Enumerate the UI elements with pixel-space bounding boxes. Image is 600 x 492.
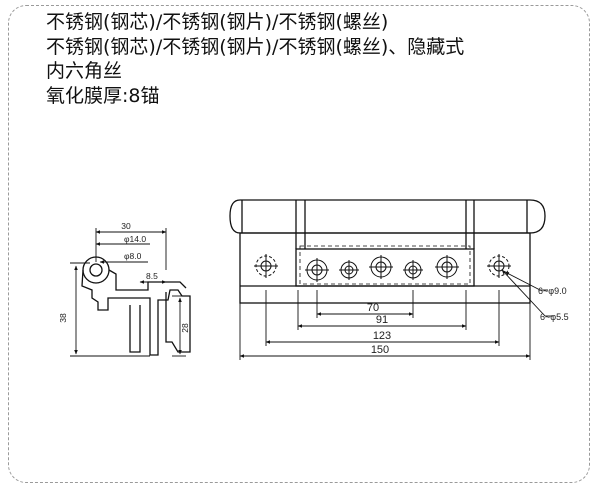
pin-hole	[89, 263, 103, 277]
profile-top-edge	[108, 269, 187, 291]
label-150: 150	[371, 344, 389, 356]
label-70: 70	[367, 302, 379, 314]
spec-line-oxide-thickness: 氧化膜厚:8锚	[46, 84, 160, 107]
leader-d9	[504, 271, 541, 291]
label-holes-small: 6~φ5.5	[540, 312, 569, 322]
label-hole-dia: φ8.0	[124, 251, 142, 261]
label-gap: 8.5	[146, 271, 158, 281]
hole-2	[305, 258, 329, 282]
leaf-plate	[239, 232, 531, 304]
label-30: 30	[121, 221, 131, 231]
spec-line-material-1: 不锈钢(钢芯)/不锈钢(钢片)/不锈钢(螺丝)	[46, 11, 389, 33]
hinge-front	[229, 199, 546, 304]
label-height: 38	[58, 313, 68, 323]
spec-line-material-2: 不锈钢(钢芯)/不锈钢(钢片)/不锈钢(螺丝)、隐藏式	[46, 35, 465, 58]
hole-1	[254, 254, 278, 278]
profile-leaf	[129, 305, 141, 353]
leader-d5-5	[501, 269, 546, 317]
hole-6	[435, 255, 459, 279]
spec-line-screw-type: 内六角丝	[46, 60, 123, 82]
hidden-leaf-outline	[299, 245, 471, 285]
label-leaf-height: 28	[180, 323, 190, 333]
inner-leaf	[295, 248, 475, 287]
spec-list: 不锈钢(钢芯)/不锈钢(钢片)/不锈钢(螺丝) 不锈钢(钢芯)/不锈钢(钢片)/…	[46, 10, 464, 108]
hole-7	[487, 254, 511, 278]
hinge-profile	[81, 256, 191, 356]
holes	[254, 254, 511, 282]
label-91: 91	[376, 314, 388, 326]
label-pin-dia: φ14.0	[124, 234, 146, 244]
barrel	[229, 199, 546, 234]
label-123: 123	[373, 330, 391, 342]
hole-3	[339, 260, 359, 280]
hole-5	[403, 260, 423, 280]
hole-4	[369, 255, 393, 279]
label-holes-large: 6~φ9.0	[538, 286, 567, 296]
diagram-frame	[8, 5, 590, 483]
profile-body	[81, 269, 191, 356]
